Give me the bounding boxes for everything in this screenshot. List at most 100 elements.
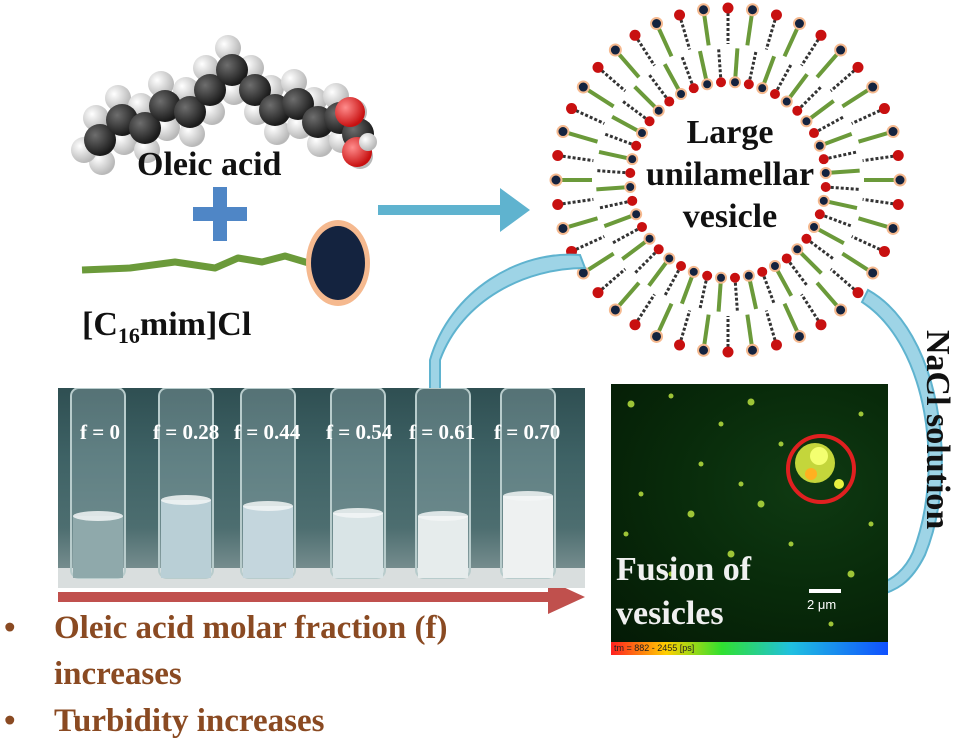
lipid-head xyxy=(549,173,563,187)
lipid-head xyxy=(608,43,622,57)
oleic-acid-space-filling-model xyxy=(71,35,377,175)
lipid-head xyxy=(650,329,664,343)
lipid-head xyxy=(770,9,782,21)
tube-label-2: f = 0.28 xyxy=(153,420,220,444)
lipid-tail xyxy=(823,150,858,161)
fluorescence-image: 2 μm xyxy=(611,384,888,642)
lipid-head xyxy=(627,195,638,206)
lipid-head xyxy=(688,83,699,94)
lipid-head xyxy=(592,287,604,299)
lipid-tail xyxy=(633,34,656,67)
lipid-head xyxy=(576,80,590,94)
lipid-head xyxy=(552,150,564,162)
lipid-tail xyxy=(764,310,778,346)
lipid-head xyxy=(674,9,686,21)
fluorescent-spot xyxy=(738,481,744,487)
lipid-head xyxy=(886,221,900,235)
lipid-head xyxy=(664,96,675,107)
hydrogen-atom xyxy=(154,115,180,141)
lipid-tail xyxy=(678,14,692,50)
tube-liquid xyxy=(418,516,468,578)
tube-label-6: f = 0.70 xyxy=(494,420,561,444)
lipid-head xyxy=(817,194,830,207)
bullet-1-continuation: increases xyxy=(54,656,182,692)
lipid-head xyxy=(780,95,793,108)
lipid-tail xyxy=(680,55,696,89)
c16mim-label: [C16mim]Cl xyxy=(82,306,251,349)
bullet-2-symbol: • xyxy=(4,703,16,739)
lipid-tail xyxy=(698,275,709,310)
lipid-head xyxy=(722,2,734,14)
fusion-label-line1: Fusion of xyxy=(616,551,752,588)
lipid-tail xyxy=(717,48,723,83)
lipid-head xyxy=(631,140,642,151)
lipid-head xyxy=(769,88,780,99)
lipid-head xyxy=(636,221,647,232)
liquid-meniscus xyxy=(73,511,123,521)
lipid-head xyxy=(756,82,769,95)
lipid-head xyxy=(592,61,604,73)
lipid-head xyxy=(852,61,864,73)
lipid-tail xyxy=(851,235,886,253)
lipid-head xyxy=(697,3,711,17)
lipid-tail xyxy=(647,73,671,103)
carbon-atom xyxy=(84,124,116,156)
lipid-head xyxy=(792,17,806,31)
hydrogen-atom xyxy=(179,121,205,147)
fluorescence-spots xyxy=(623,393,874,627)
lipid-head xyxy=(866,266,880,280)
lipid-head xyxy=(687,265,700,278)
lipid-tail xyxy=(611,225,643,245)
tube-liquid xyxy=(161,500,211,578)
fluorescent-spot xyxy=(623,531,629,537)
lipid-tail xyxy=(819,212,853,228)
lipid-head xyxy=(792,329,806,343)
lipid-head xyxy=(886,125,900,139)
fluorescent-spot xyxy=(718,421,724,427)
lipid-head xyxy=(728,76,741,89)
lipid-tail xyxy=(603,132,637,148)
lipid-tail xyxy=(862,197,899,206)
test-tubes-drawing xyxy=(58,388,585,588)
lipid-tail xyxy=(733,277,739,312)
fluorescent-spot xyxy=(627,400,635,408)
lipid-head xyxy=(768,260,781,273)
lipid-head xyxy=(809,128,820,139)
lipid-head xyxy=(722,346,734,358)
lipid-tail xyxy=(557,154,594,163)
increase-arrow-icon xyxy=(58,580,585,614)
lipid-head xyxy=(866,80,880,94)
lipid-head xyxy=(650,17,664,31)
lipid-tail xyxy=(596,169,631,175)
lipid-tail xyxy=(813,115,845,135)
fluorescent-spot xyxy=(778,441,784,447)
lipid-tail xyxy=(557,197,594,206)
fluorescent-spot xyxy=(828,621,834,627)
lipid-head xyxy=(653,244,664,255)
lipid-head xyxy=(676,261,687,272)
hydrogen-atom xyxy=(359,133,377,151)
lipid-head xyxy=(878,103,890,115)
fluorescent-spot xyxy=(638,491,644,497)
tube-liquid xyxy=(333,513,383,578)
lipid-tail xyxy=(785,257,809,287)
liquid-meniscus xyxy=(503,491,553,501)
vesicle-label-line2: unilamellar xyxy=(645,156,815,193)
hydrogen-atom xyxy=(264,119,290,145)
lipid-head xyxy=(635,127,648,140)
fluorescent-spot xyxy=(747,398,755,406)
lipid-head xyxy=(815,319,827,331)
lipid-tail xyxy=(570,235,605,253)
lipid-head xyxy=(663,252,676,265)
lipid-head xyxy=(552,198,564,210)
lipid-head xyxy=(643,232,656,245)
lifetime-color-bar: tm = 882 - 2455 [ps] xyxy=(611,642,888,655)
lipid-head xyxy=(800,115,813,128)
lipid-tail xyxy=(621,99,651,123)
liquid-meniscus xyxy=(243,501,293,511)
fluorescent-spot xyxy=(727,550,735,558)
lipid-tail xyxy=(764,14,778,50)
lipid-head xyxy=(834,303,848,317)
lipid-head xyxy=(770,339,782,351)
carbon-atom xyxy=(129,112,161,144)
